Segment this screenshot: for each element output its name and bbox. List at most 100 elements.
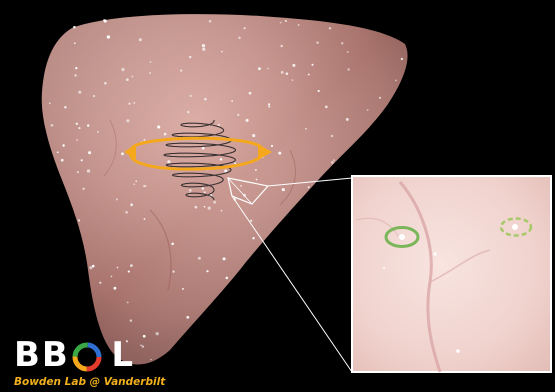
fiducial-dot bbox=[401, 58, 403, 60]
fiducial-dot bbox=[280, 22, 282, 24]
fiducial-dot bbox=[187, 111, 190, 114]
fiducial-dot bbox=[252, 134, 255, 137]
fiducial-dot bbox=[144, 218, 146, 220]
fiducial-dot bbox=[87, 124, 89, 126]
fiducial-dot bbox=[150, 61, 152, 63]
fiducial-dot bbox=[202, 48, 205, 51]
fiducial-dot bbox=[286, 72, 289, 75]
fiducial-dot bbox=[202, 44, 205, 47]
fiducial-dot bbox=[244, 27, 246, 29]
fiducial-dot bbox=[204, 191, 206, 193]
bbol-logo: BB L Bowden Lab @ Vanderbilt bbox=[14, 336, 184, 392]
fiducial-dot bbox=[49, 102, 51, 104]
fiducial-dot bbox=[209, 20, 212, 23]
fiducial-dot bbox=[126, 119, 129, 122]
fiducial-dot bbox=[195, 206, 198, 209]
fiducial-dot bbox=[285, 20, 287, 22]
fiducial-dot bbox=[77, 171, 79, 173]
fiducial-dot bbox=[125, 211, 128, 214]
fiducial-dot bbox=[341, 42, 343, 44]
fiducial-dot bbox=[395, 79, 397, 81]
fiducial-dot bbox=[130, 264, 133, 267]
fiducial-dot bbox=[347, 68, 349, 70]
fiducial-dot bbox=[130, 319, 132, 321]
fiducial-dot bbox=[74, 42, 76, 44]
fiducial-dot bbox=[333, 159, 335, 161]
fiducial-dot bbox=[190, 95, 192, 97]
fiducial-dot bbox=[117, 267, 119, 269]
fiducial-dot bbox=[308, 186, 310, 188]
fiducial-dot bbox=[89, 266, 92, 269]
fiducial-dot bbox=[88, 151, 91, 154]
fiducial-dot bbox=[189, 56, 191, 58]
fiducial-dot bbox=[130, 203, 133, 206]
fiducial-dot bbox=[180, 69, 182, 71]
fiducial-dot bbox=[282, 188, 285, 191]
fiducial-dot bbox=[104, 82, 107, 85]
fiducial-dot bbox=[298, 24, 300, 26]
fiducial-dot bbox=[379, 97, 381, 99]
fiducial-dot bbox=[157, 125, 160, 128]
fiducial-dot bbox=[182, 288, 184, 290]
fiducial-dot bbox=[128, 271, 130, 273]
fiducial-dot bbox=[240, 185, 242, 187]
fiducial-dot bbox=[308, 74, 310, 76]
fiducial-dot bbox=[92, 265, 95, 268]
fiducial-dot bbox=[367, 109, 369, 111]
fiducial-dot bbox=[104, 19, 107, 22]
fiducial-dot bbox=[213, 201, 216, 204]
fiducial-dot bbox=[61, 159, 64, 162]
fiducial-dot bbox=[76, 139, 78, 141]
fiducial-dot bbox=[186, 316, 189, 319]
fiducial-dot bbox=[258, 67, 261, 70]
fiducial-dot bbox=[78, 91, 81, 94]
fiducial-dot bbox=[189, 189, 192, 192]
fiducial-dot bbox=[250, 220, 252, 222]
fiducial-dot bbox=[311, 64, 313, 66]
fiducial-dot bbox=[223, 257, 226, 260]
fiducial-dot bbox=[128, 103, 130, 105]
fiducial-dot bbox=[206, 270, 208, 272]
fiducial-dot bbox=[107, 35, 110, 38]
fiducial-dot bbox=[74, 74, 76, 76]
fiducial-dot bbox=[113, 287, 116, 290]
fiducial-dot bbox=[87, 169, 90, 172]
fiducial-dot bbox=[139, 38, 142, 41]
fiducial-dot bbox=[143, 139, 145, 141]
fiducial-dot bbox=[347, 51, 349, 53]
fiducial-dot bbox=[329, 27, 331, 29]
logo-ring-icon bbox=[70, 340, 104, 374]
fiducial-dot bbox=[133, 183, 135, 185]
fiducial-dot bbox=[111, 276, 113, 278]
fiducial-dot bbox=[346, 118, 349, 121]
fiducial-dot bbox=[121, 68, 124, 71]
fiducial-dot bbox=[51, 124, 54, 127]
fiducial-dot bbox=[280, 45, 283, 48]
fiducial-dot bbox=[62, 144, 64, 146]
fiducial-dot bbox=[126, 78, 129, 81]
fiducial-dot bbox=[238, 37, 240, 39]
fiducial-dot bbox=[234, 162, 236, 164]
logo-tagline: Bowden Lab @ Vanderbilt bbox=[14, 376, 165, 388]
fiducial-dot bbox=[281, 71, 284, 74]
fiducial-dot bbox=[156, 332, 159, 335]
fiducial-dot bbox=[221, 51, 223, 53]
fiducial-dot bbox=[202, 147, 205, 150]
fiducial-dot bbox=[325, 106, 328, 109]
fiducial-dot bbox=[121, 152, 124, 155]
fiducial-dot bbox=[82, 188, 84, 190]
fiducial-dot bbox=[75, 67, 77, 69]
fiducial-dot bbox=[237, 114, 239, 116]
fiducial-dot bbox=[172, 270, 174, 272]
fiducial-dot bbox=[78, 127, 80, 129]
fiducial-dot bbox=[93, 95, 95, 97]
fiducial-dot bbox=[131, 76, 133, 78]
fiducial-dot bbox=[318, 90, 320, 92]
fiducial-dot bbox=[292, 64, 295, 67]
fiducial-dot bbox=[231, 100, 233, 102]
fiducial-dot bbox=[256, 179, 258, 181]
fiducial-dot bbox=[267, 68, 269, 70]
fiducial-dot bbox=[116, 198, 118, 200]
